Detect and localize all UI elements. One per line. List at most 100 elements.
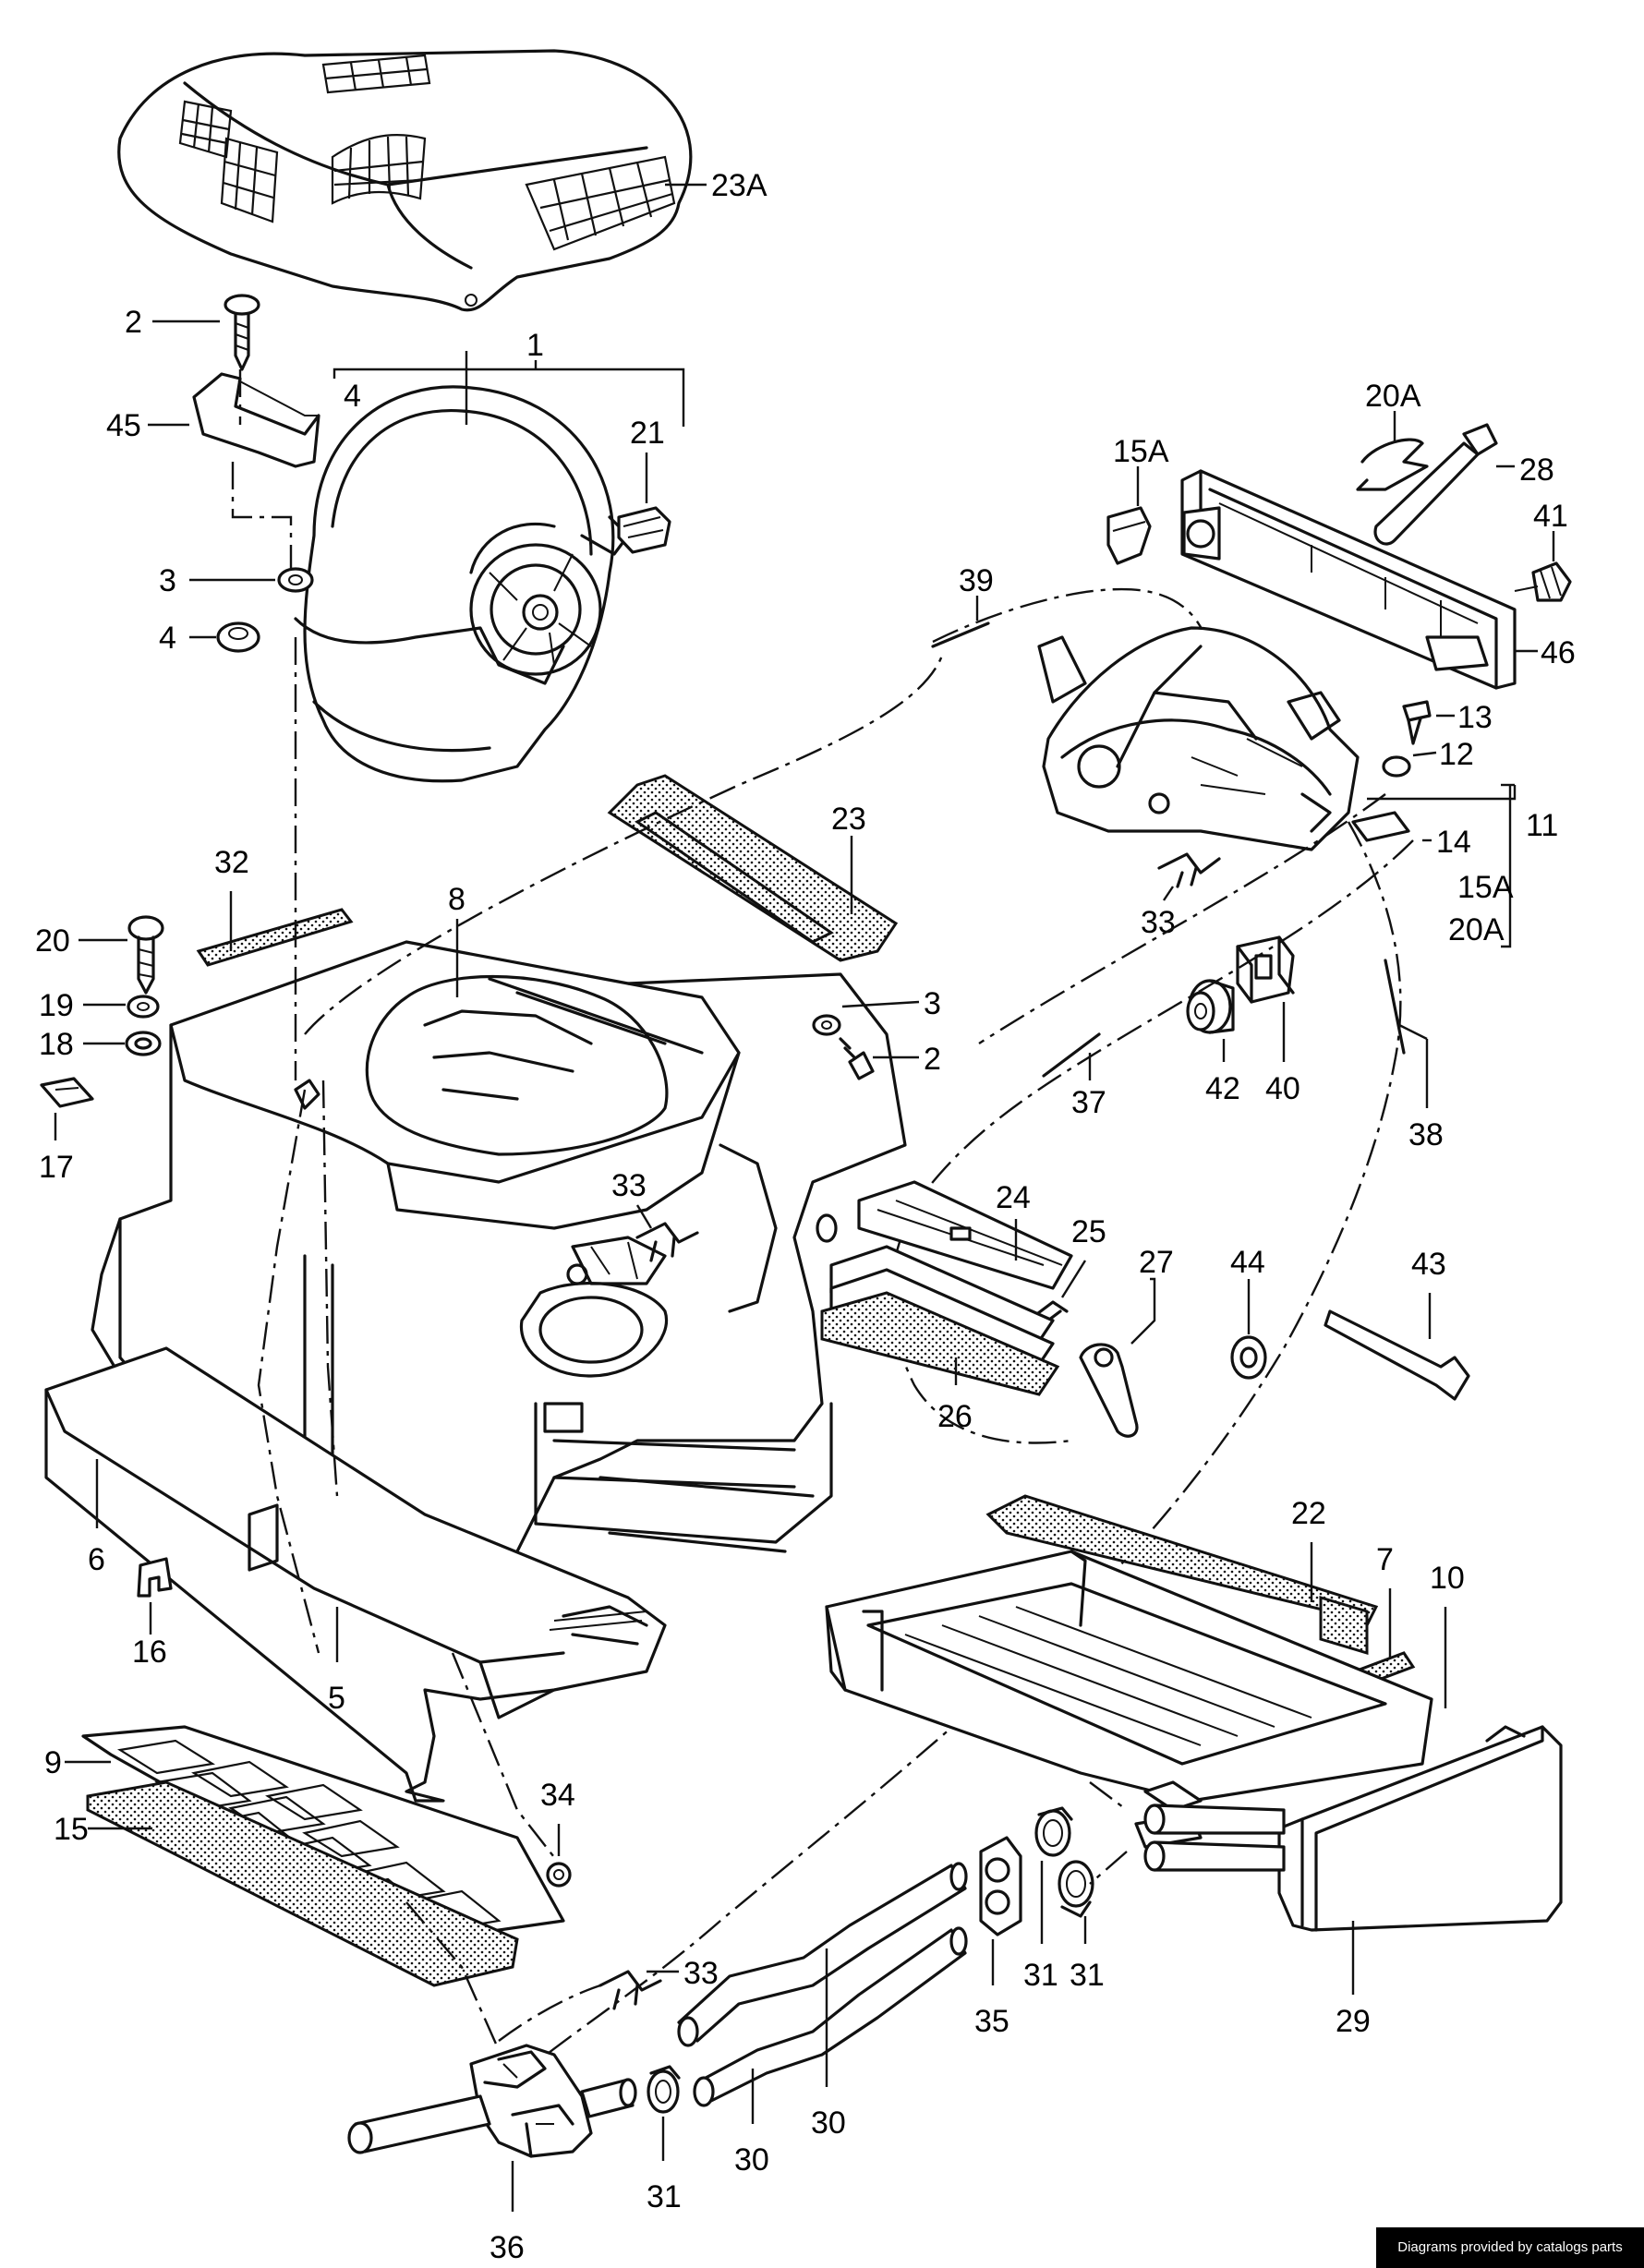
callout-9: 9: [44, 1745, 62, 1780]
part-36-heater-valve: 36: [347, 1901, 637, 2265]
part-4-grommet-left: 4: [159, 621, 260, 656]
part-19-washer: 19: [39, 988, 160, 1023]
callout-20: 20: [35, 923, 70, 959]
callout-15a-right: 15A: [1457, 870, 1514, 905]
part-43-cable-tie: 43: [1324, 1247, 1470, 1401]
callout-10: 10: [1430, 1561, 1465, 1596]
callout-14: 14: [1436, 825, 1471, 860]
part-41-knob: 41: [1514, 499, 1572, 602]
callout-5: 5: [328, 1681, 345, 1716]
callout-13: 13: [1457, 700, 1493, 735]
part-31-clamp-a: 31: [1023, 1806, 1073, 1993]
callout-6: 6: [88, 1542, 105, 1577]
callout-23: 23: [831, 802, 866, 837]
callout-22: 22: [1291, 1496, 1326, 1531]
credit-banner: Diagrams provided by catalogs parts: [1376, 2227, 1644, 2268]
part-40-switch: 40: [1236, 935, 1300, 1106]
callout-46: 46: [1541, 635, 1576, 670]
part-31-clamp-c: 31: [647, 2065, 682, 2214]
part-5-duct: 5: [328, 1607, 345, 1716]
part-44-grommet: 44: [1230, 1245, 1267, 1380]
part-33-clip-lower: 33: [598, 1956, 719, 2010]
callout-20a-right: 20A: [1448, 912, 1505, 947]
part-21-connector: 21: [617, 416, 671, 554]
part-24-heater-element: 24: [857, 1180, 1073, 1290]
part-2-screw-mid: 2: [839, 1037, 941, 1080]
callout-20a-top: 20A: [1365, 379, 1421, 414]
callout-7: 7: [1376, 1542, 1394, 1577]
part-6-lower-housing: 6: [44, 1346, 667, 1803]
callout-15: 15: [54, 1812, 89, 1847]
part-17-clip: 17: [39, 1077, 94, 1185]
callout-35: 35: [974, 2004, 1009, 2039]
callout-11: 11: [1526, 808, 1558, 843]
callout-39: 39: [959, 563, 994, 598]
callout-15a-top: 15A: [1113, 434, 1169, 469]
callout-33-upper: 33: [1141, 905, 1176, 940]
callout-12: 12: [1439, 737, 1474, 772]
part-38-cable: 38: [516, 821, 1444, 2079]
part-26-element-layers: 26: [820, 1245, 1060, 1434]
part-20-screw: 20: [35, 915, 164, 995]
part-2-screw-top: 2: [125, 294, 260, 371]
callout-31-c: 31: [647, 2179, 682, 2214]
callout-16: 16: [132, 1635, 167, 1670]
part-12-washer: 12: [1382, 737, 1474, 778]
callout-21: 21: [630, 416, 665, 451]
part-25-terminal: 25: [1033, 1214, 1106, 1327]
callout-41: 41: [1533, 499, 1568, 534]
part-37-cable: 37: [890, 839, 1414, 1444]
callout-37: 37: [1071, 1085, 1106, 1120]
part-42-resistor: 42: [1186, 979, 1240, 1106]
callout-43: 43: [1411, 1247, 1446, 1282]
part-32-foam-strip: 32: [196, 845, 354, 967]
part-31-clamp-b: 31: [1058, 1860, 1105, 1993]
callout-23a: 23A: [711, 168, 768, 203]
part-23-foam-gasket: 23: [607, 774, 899, 962]
part-33-clip-mid: 33: [611, 1168, 699, 1262]
part-27-lever-arm: 27: [1079, 1245, 1174, 1438]
part-46-control-panel: 46: [1180, 469, 1576, 690]
part-28-lever: 28: [1373, 423, 1554, 546]
part-23a-cover: 23A: [117, 49, 768, 312]
part-13-screw: 13: [1402, 700, 1493, 745]
part-11-group: 11: [1367, 783, 1558, 948]
callout-36: 36: [490, 2230, 525, 2265]
callout-31-a: 31: [1023, 1958, 1058, 1993]
part-29-end-cover: 29: [1143, 1725, 1563, 2039]
callout-30-a: 30: [811, 2105, 846, 2141]
callout-30-b: 30: [734, 2142, 769, 2178]
callout-2-top: 2: [125, 305, 142, 340]
callout-1: 1: [526, 328, 544, 363]
callout-24: 24: [996, 1180, 1031, 1215]
callout-17: 17: [39, 1150, 74, 1185]
callout-4-bracket: 4: [344, 379, 361, 414]
callout-3-left: 3: [159, 563, 176, 598]
control-mechanism: [1037, 626, 1360, 851]
callout-3-mid: 3: [924, 986, 941, 1021]
callout-42: 42: [1205, 1071, 1240, 1106]
part-33-clip-upper: 33: [1141, 852, 1221, 940]
callout-25: 25: [1071, 1214, 1106, 1249]
callout-34: 34: [540, 1778, 575, 1813]
callout-44: 44: [1230, 1245, 1265, 1280]
part-14-slider: 14: [1351, 811, 1471, 860]
callout-38: 38: [1408, 1117, 1444, 1152]
part-18-lock-washer: 18: [39, 1027, 162, 1062]
callout-40: 40: [1265, 1071, 1300, 1106]
part-22-foam-frame: 22: [985, 1494, 1379, 1656]
part-35-seal-plate: 35: [974, 1836, 1022, 2039]
part-3-washer-mid: 3: [812, 986, 941, 1036]
callout-33-mid: 33: [611, 1168, 647, 1203]
part-15-filter-mat: 15: [54, 1780, 519, 1987]
part-3-washer-left: 3: [159, 563, 314, 598]
callout-4-left: 4: [159, 621, 176, 656]
routing-lines: [257, 655, 1386, 2042]
callout-45: 45: [106, 408, 141, 443]
part-1-blower-assembly: 1 4: [294, 328, 685, 783]
part-20a-clip-top: 20A: [1356, 379, 1429, 491]
part-15a-clip-top: 15A: [1106, 434, 1169, 565]
part-34-nut: 34: [451, 1652, 575, 1888]
callout-19: 19: [39, 988, 74, 1023]
